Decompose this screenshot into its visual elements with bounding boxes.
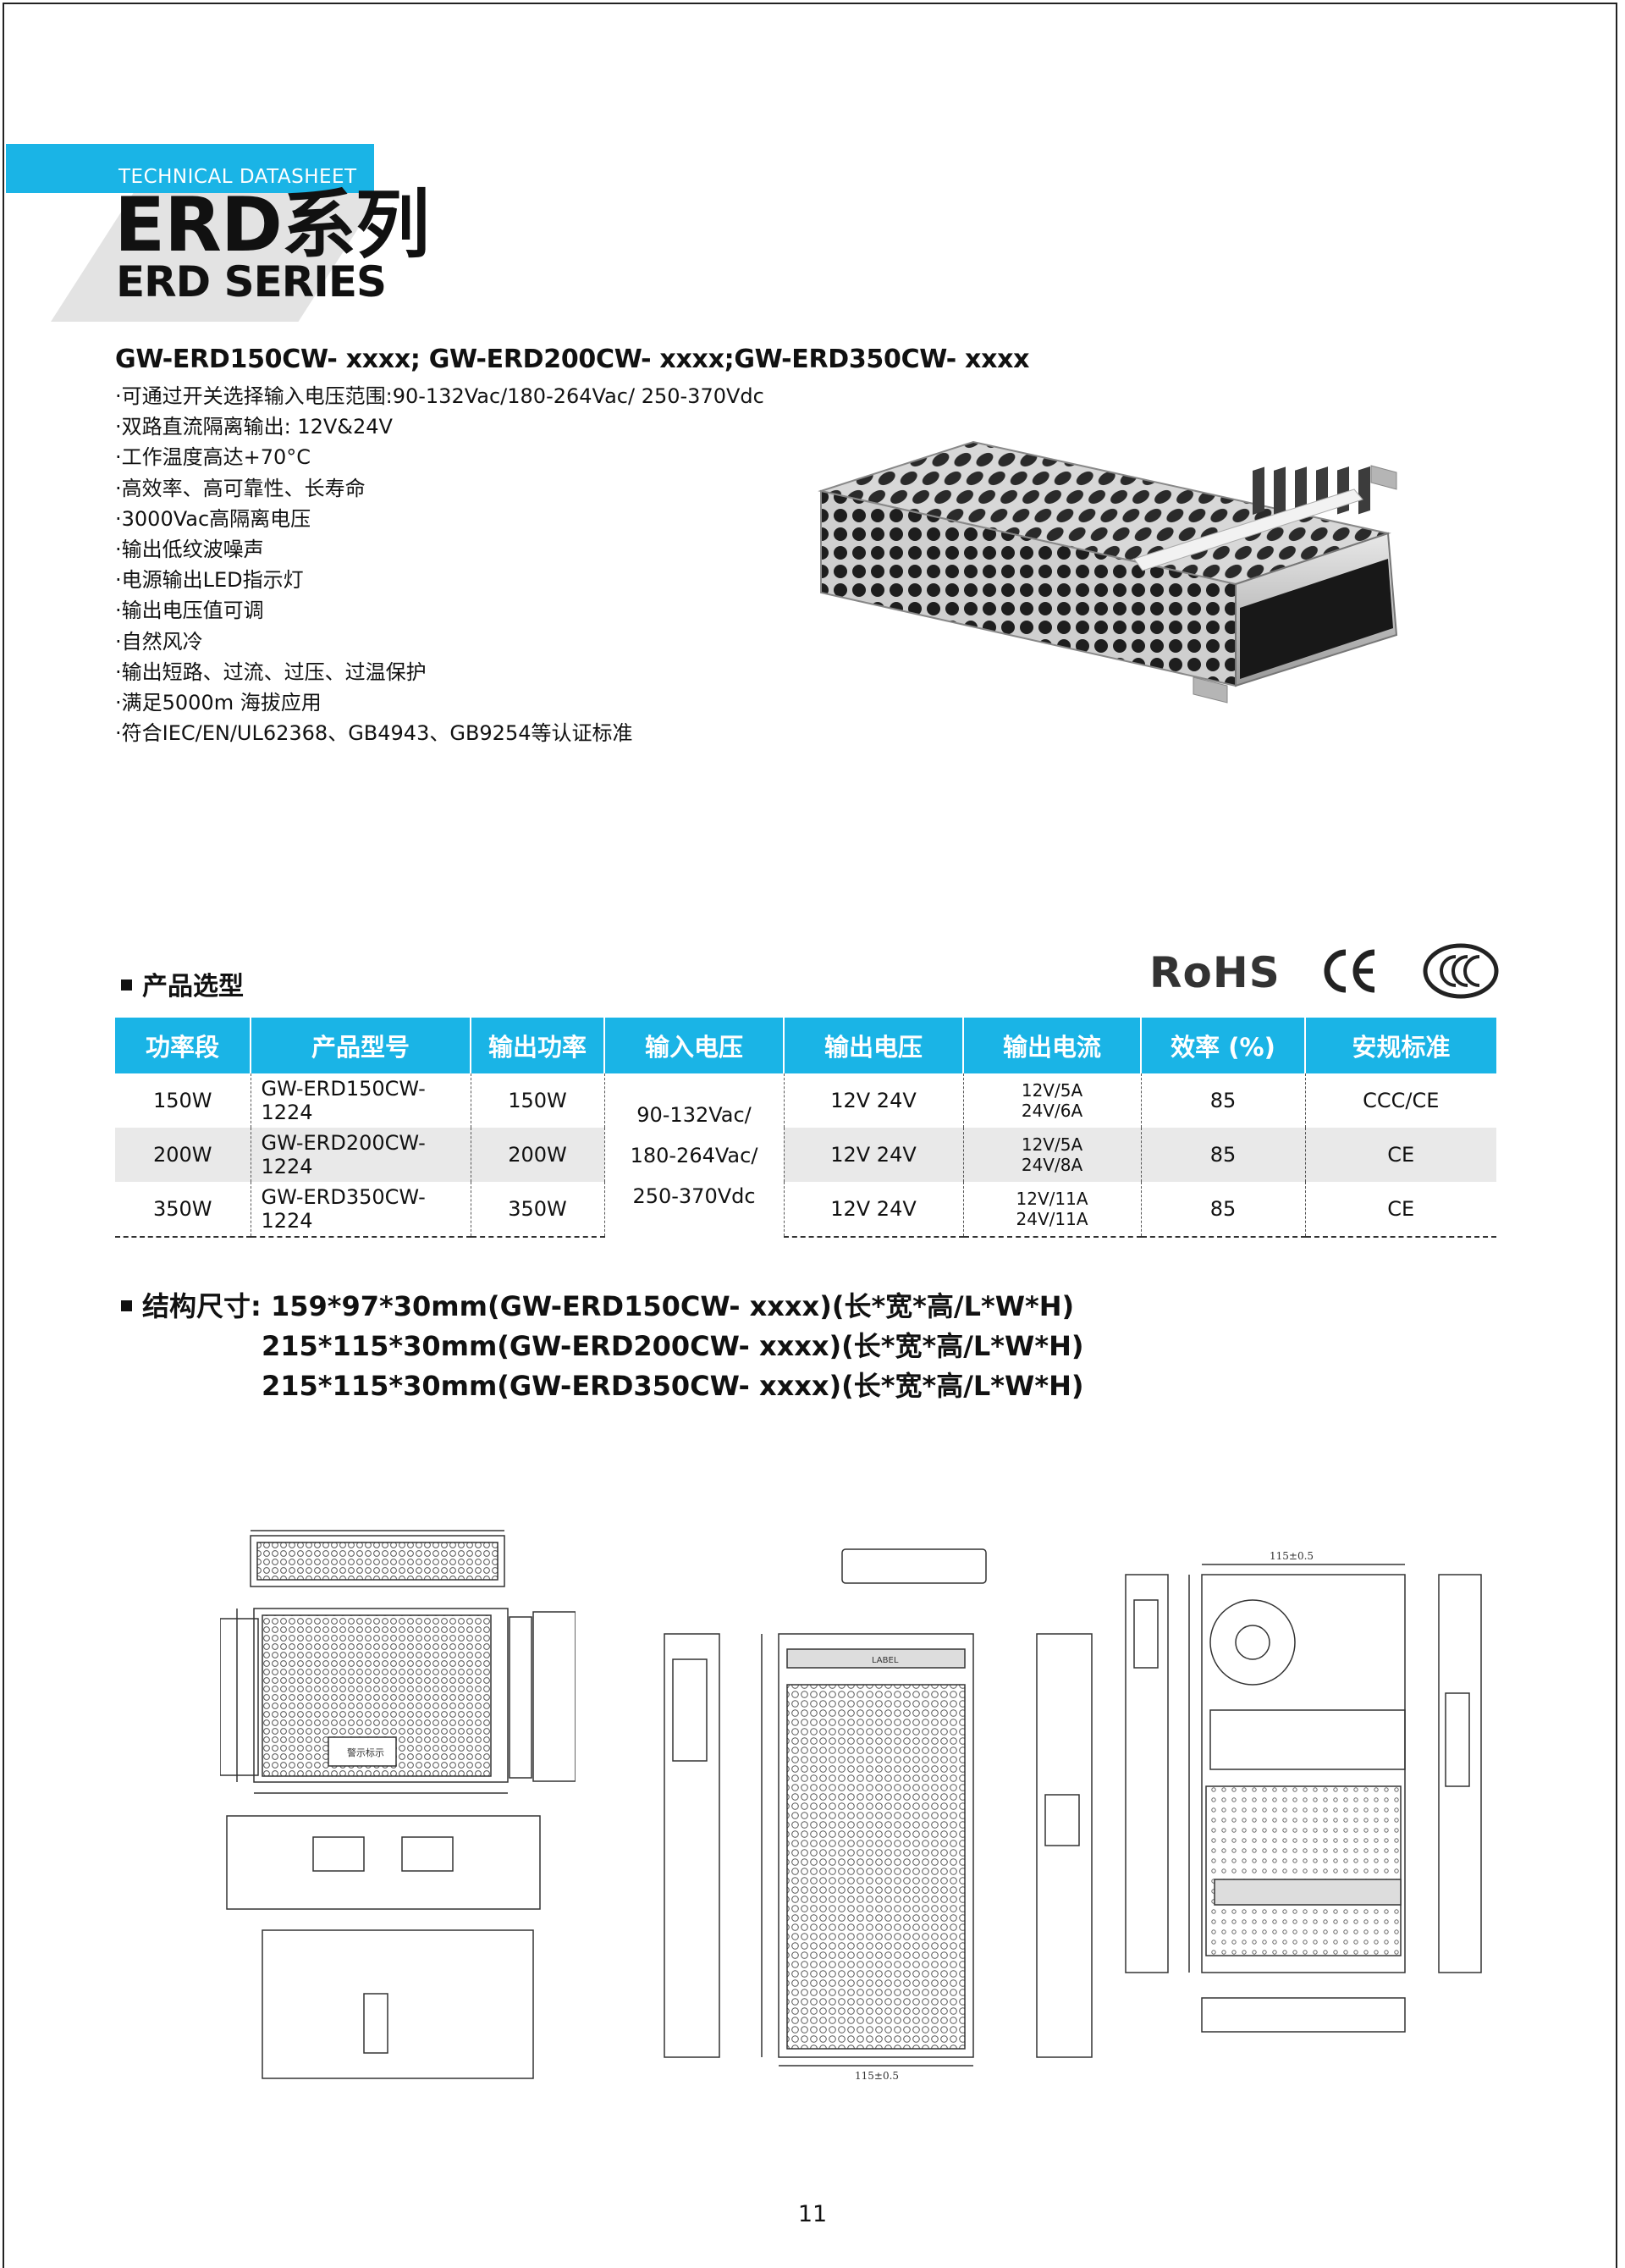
output-current-cell: 12V/5A 24V/6A [963, 1073, 1142, 1128]
mechanical-drawing-200w: LABEL 115±0.5 [664, 1548, 1093, 2082]
dimension-line: 215*115*30mm(GW-ERD200CW- xxxx)(长*宽*高/L*… [262, 1330, 1084, 1362]
output-voltage-cell: 12V 24V [784, 1073, 964, 1128]
series-title-cn: ERD系列 [114, 181, 430, 268]
feature-list: ·可通过开关选择输入电压范围:90-132Vac/180-264Vac/ 250… [115, 381, 764, 748]
product-image [818, 440, 1398, 704]
table-row: 200W GW-ERD200CW-1224 200W 12V 24V 12V/5… [115, 1128, 1496, 1182]
page-frame [3, 3, 1617, 2268]
current-line: 12V/5A [1021, 1134, 1083, 1155]
feature-item: ·输出短路、过流、过压、过温保护 [115, 659, 427, 684]
input-voltage-line: 90-132Vac/ [636, 1102, 752, 1127]
page-number: 11 [797, 2201, 828, 2227]
output-current-cell: 12V/11A 24V/11A [963, 1182, 1142, 1238]
feature-item: ·满足5000m 海拔应用 [115, 690, 322, 715]
column-header: 安规标准 [1305, 1018, 1496, 1073]
feature-item: ·3000Vac高隔离电压 [115, 506, 311, 531]
dimension-line: 159*97*30mm(GW-ERD150CW- xxxx)(长*宽*高/L*W… [270, 1290, 1075, 1322]
current-line: 12V/11A [1016, 1189, 1088, 1209]
output-voltage-cell: 12V 24V [784, 1128, 964, 1182]
feature-item: ·电源输出LED指示灯 [115, 568, 304, 593]
safety-cell: CE [1305, 1128, 1496, 1182]
model-cell: GW-ERD350CW-1224 [251, 1182, 471, 1238]
table-header-row: 功率段 产品型号 输出功率 输入电压 输出电压 输出电流 效率 (%) 安规标准 [115, 1018, 1496, 1073]
efficiency-cell: 85 [1141, 1073, 1306, 1128]
model-cell: GW-ERD150CW-1224 [251, 1073, 471, 1128]
feature-item: ·自然风冷 [115, 629, 203, 654]
selection-heading: 产品选型 [121, 965, 244, 1002]
bullet-square-icon [121, 979, 132, 991]
safety-cell: CCC/CE [1363, 1089, 1440, 1112]
datasheet-label: TECHNICAL DATASHEET [118, 166, 357, 188]
output-voltage-cell: 12V 24V [784, 1182, 964, 1238]
input-voltage-line: 250-370Vdc [632, 1184, 756, 1208]
column-header: 输出电流 [963, 1018, 1142, 1073]
dimensions-label: 结构尺寸: [142, 1290, 262, 1322]
table-row: 150W GW-ERD150CW-1224 150W 90-132Vac/ 18… [115, 1073, 1496, 1237]
dimensions-block: 结构尺寸: 159*97*30mm(GW-ERD150CW- xxxx)(长*宽… [121, 1287, 1083, 1406]
width-dimension: 115±0.5 [855, 2070, 899, 2082]
model-cell: GW-ERD200CW-1224 [251, 1128, 471, 1182]
output-power-cell: 150W [471, 1073, 605, 1128]
current-line: 24V/6A [1021, 1101, 1083, 1121]
dimension-line: 215*115*30mm(GW-ERD350CW- xxxx)(长*宽*高/L*… [262, 1370, 1084, 1402]
drawing-label-text: LABEL [872, 1656, 899, 1665]
efficiency-cell: 85 [1141, 1182, 1306, 1238]
feature-item: ·高效率、高可靠性、长寿命 [115, 476, 366, 500]
current-line: 24V/8A [1021, 1155, 1083, 1175]
power-class-cell: 350W [115, 1182, 251, 1238]
feature-item: ·工作温度高达+70°C [115, 445, 311, 470]
output-power-cell: 350W [471, 1182, 605, 1238]
column-header: 产品型号 [251, 1018, 471, 1073]
safety-cell: CE [1305, 1182, 1496, 1238]
input-voltage-line: 180-264Vac/ [630, 1143, 758, 1167]
selection-table: 功率段 产品型号 输出功率 输入电压 输出电压 输出电流 效率 (%) 安规标准… [115, 1018, 1496, 1238]
feature-item: ·符合IEC/EN/UL62368、GB4943、GB9254等认证标准 [115, 721, 633, 746]
ce-mark-icon [1324, 949, 1375, 993]
output-power-cell: 200W [471, 1128, 605, 1182]
power-class-cell: 150W [115, 1073, 251, 1128]
banner-stripe [6, 144, 374, 193]
column-header: 功率段 [115, 1018, 251, 1073]
feature-item: ·输出低纹波噪声 [115, 537, 264, 561]
ccc-mark-icon [1423, 943, 1499, 999]
current-line: 24V/11A [1016, 1209, 1088, 1229]
rohs-mark: RoHS [1149, 948, 1281, 997]
current-line: 12V/5A [1021, 1080, 1083, 1101]
dimension-row: 结构尺寸: 159*97*30mm(GW-ERD150CW- xxxx)(长*宽… [121, 1287, 1083, 1327]
width-dimension: 115±0.5 [1270, 1550, 1314, 1562]
column-header: 输入电压 [604, 1018, 785, 1073]
table-row: 350W GW-ERD350CW-1224 350W 12V 24V 12V/1… [115, 1182, 1496, 1238]
mechanical-drawing-150w: 警示标示 [220, 1530, 576, 2079]
series-title-en: ERD SERIES [116, 257, 387, 306]
column-header: 效率 (%) [1141, 1018, 1306, 1073]
warning-label: 警示标示 [347, 1747, 384, 1758]
feature-item: ·可通过开关选择输入电压范围:90-132Vac/180-264Vac/ 250… [115, 384, 764, 408]
feature-item: ·输出电压值可调 [115, 599, 264, 623]
column-header: 输出功率 [471, 1018, 605, 1073]
bullet-square-icon [121, 1300, 132, 1311]
input-voltage-cell: 90-132Vac/ 180-264Vac/ 250-370Vdc [604, 1073, 785, 1237]
model-numbers: GW-ERD150CW- xxxx; GW-ERD200CW- xxxx;GW-… [115, 345, 1030, 374]
power-class-cell: 200W [115, 1128, 251, 1182]
selection-heading-text: 产品选型 [142, 972, 244, 1002]
mechanical-drawing-350w: 115±0.5 [1125, 1550, 1482, 2033]
column-header: 输出电压 [784, 1018, 964, 1073]
efficiency-cell: 85 [1141, 1128, 1306, 1182]
output-current-cell: 12V/5A 24V/8A [963, 1128, 1142, 1182]
feature-item: ·双路直流隔离输出: 12V&24V [115, 415, 393, 439]
